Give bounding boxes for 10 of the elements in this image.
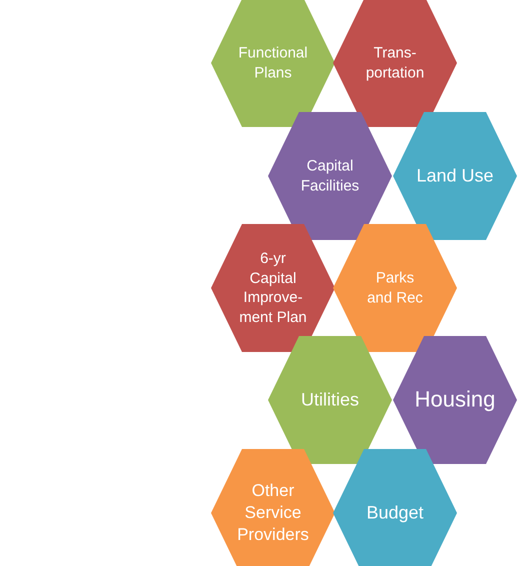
hexagon-label: 6-yr Capital Improve- ment Plan (238, 249, 308, 327)
hexagon-label: Utilities (300, 388, 360, 412)
hexagon-label: Trans- portation (364, 44, 426, 82)
hexagon-label: Land Use (415, 164, 495, 188)
hexagon-label: Other Service Providers (236, 480, 310, 546)
hexagon-label: Capital Facilities (300, 156, 360, 196)
hexagon-label: Housing (414, 386, 496, 414)
hexagon-label: Functional Plans (237, 44, 309, 82)
hexagon-label: Parks and Rec (366, 268, 424, 308)
hexagon-label: Budget (365, 501, 425, 524)
